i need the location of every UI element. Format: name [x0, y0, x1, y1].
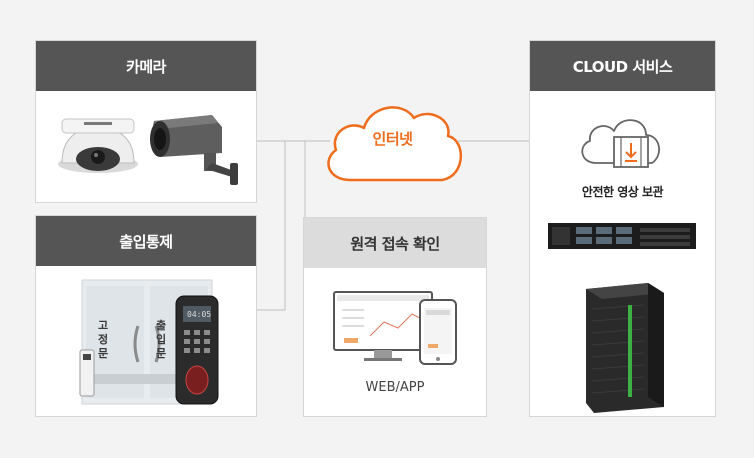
camera-panel: 카메라 [35, 40, 257, 203]
cloud-storage-icon [581, 119, 660, 168]
card-reader-icon [175, 295, 219, 405]
dome-camera-icon [58, 118, 138, 173]
small-keypad-icon [79, 349, 95, 397]
reader-display-time: 04:05 [187, 310, 212, 319]
monitor-icon [333, 291, 433, 361]
mainframe-server-icon [586, 283, 664, 413]
camera-devices-image [58, 115, 238, 185]
door-and-reader-image [79, 279, 219, 405]
server-rack-image [548, 223, 696, 413]
web-app-devices-image [333, 291, 457, 365]
storage-label: 안전한 영상 보관 [581, 185, 664, 199]
bullet-camera-icon [150, 115, 238, 185]
internet-cloud-icon [327, 106, 463, 182]
fixed-door-label: 고 정 문 [97, 319, 109, 360]
access-control-panel-title: 출입통제 [36, 216, 256, 266]
remote-access-panel: 원격 접속 확인 WEB/APP [303, 217, 487, 417]
internet-label: 인터넷 [372, 130, 413, 148]
entry-door-label: 출 입 문 [155, 319, 167, 360]
access-control-panel: 출입통제 고 정 문 출 입 [35, 215, 257, 417]
cloud-service-panel-title: CLOUD 서비스 [530, 41, 715, 91]
rack-server-icon [548, 223, 696, 249]
camera-panel-title: 카메라 [36, 41, 256, 91]
web-app-caption: WEB/APP [365, 380, 425, 395]
smartphone-icon [419, 299, 457, 365]
remote-access-panel-title: 원격 접속 확인 [304, 218, 486, 268]
cloud-service-panel: CLOUD 서비스 안전한 영상 보관 [529, 40, 716, 417]
